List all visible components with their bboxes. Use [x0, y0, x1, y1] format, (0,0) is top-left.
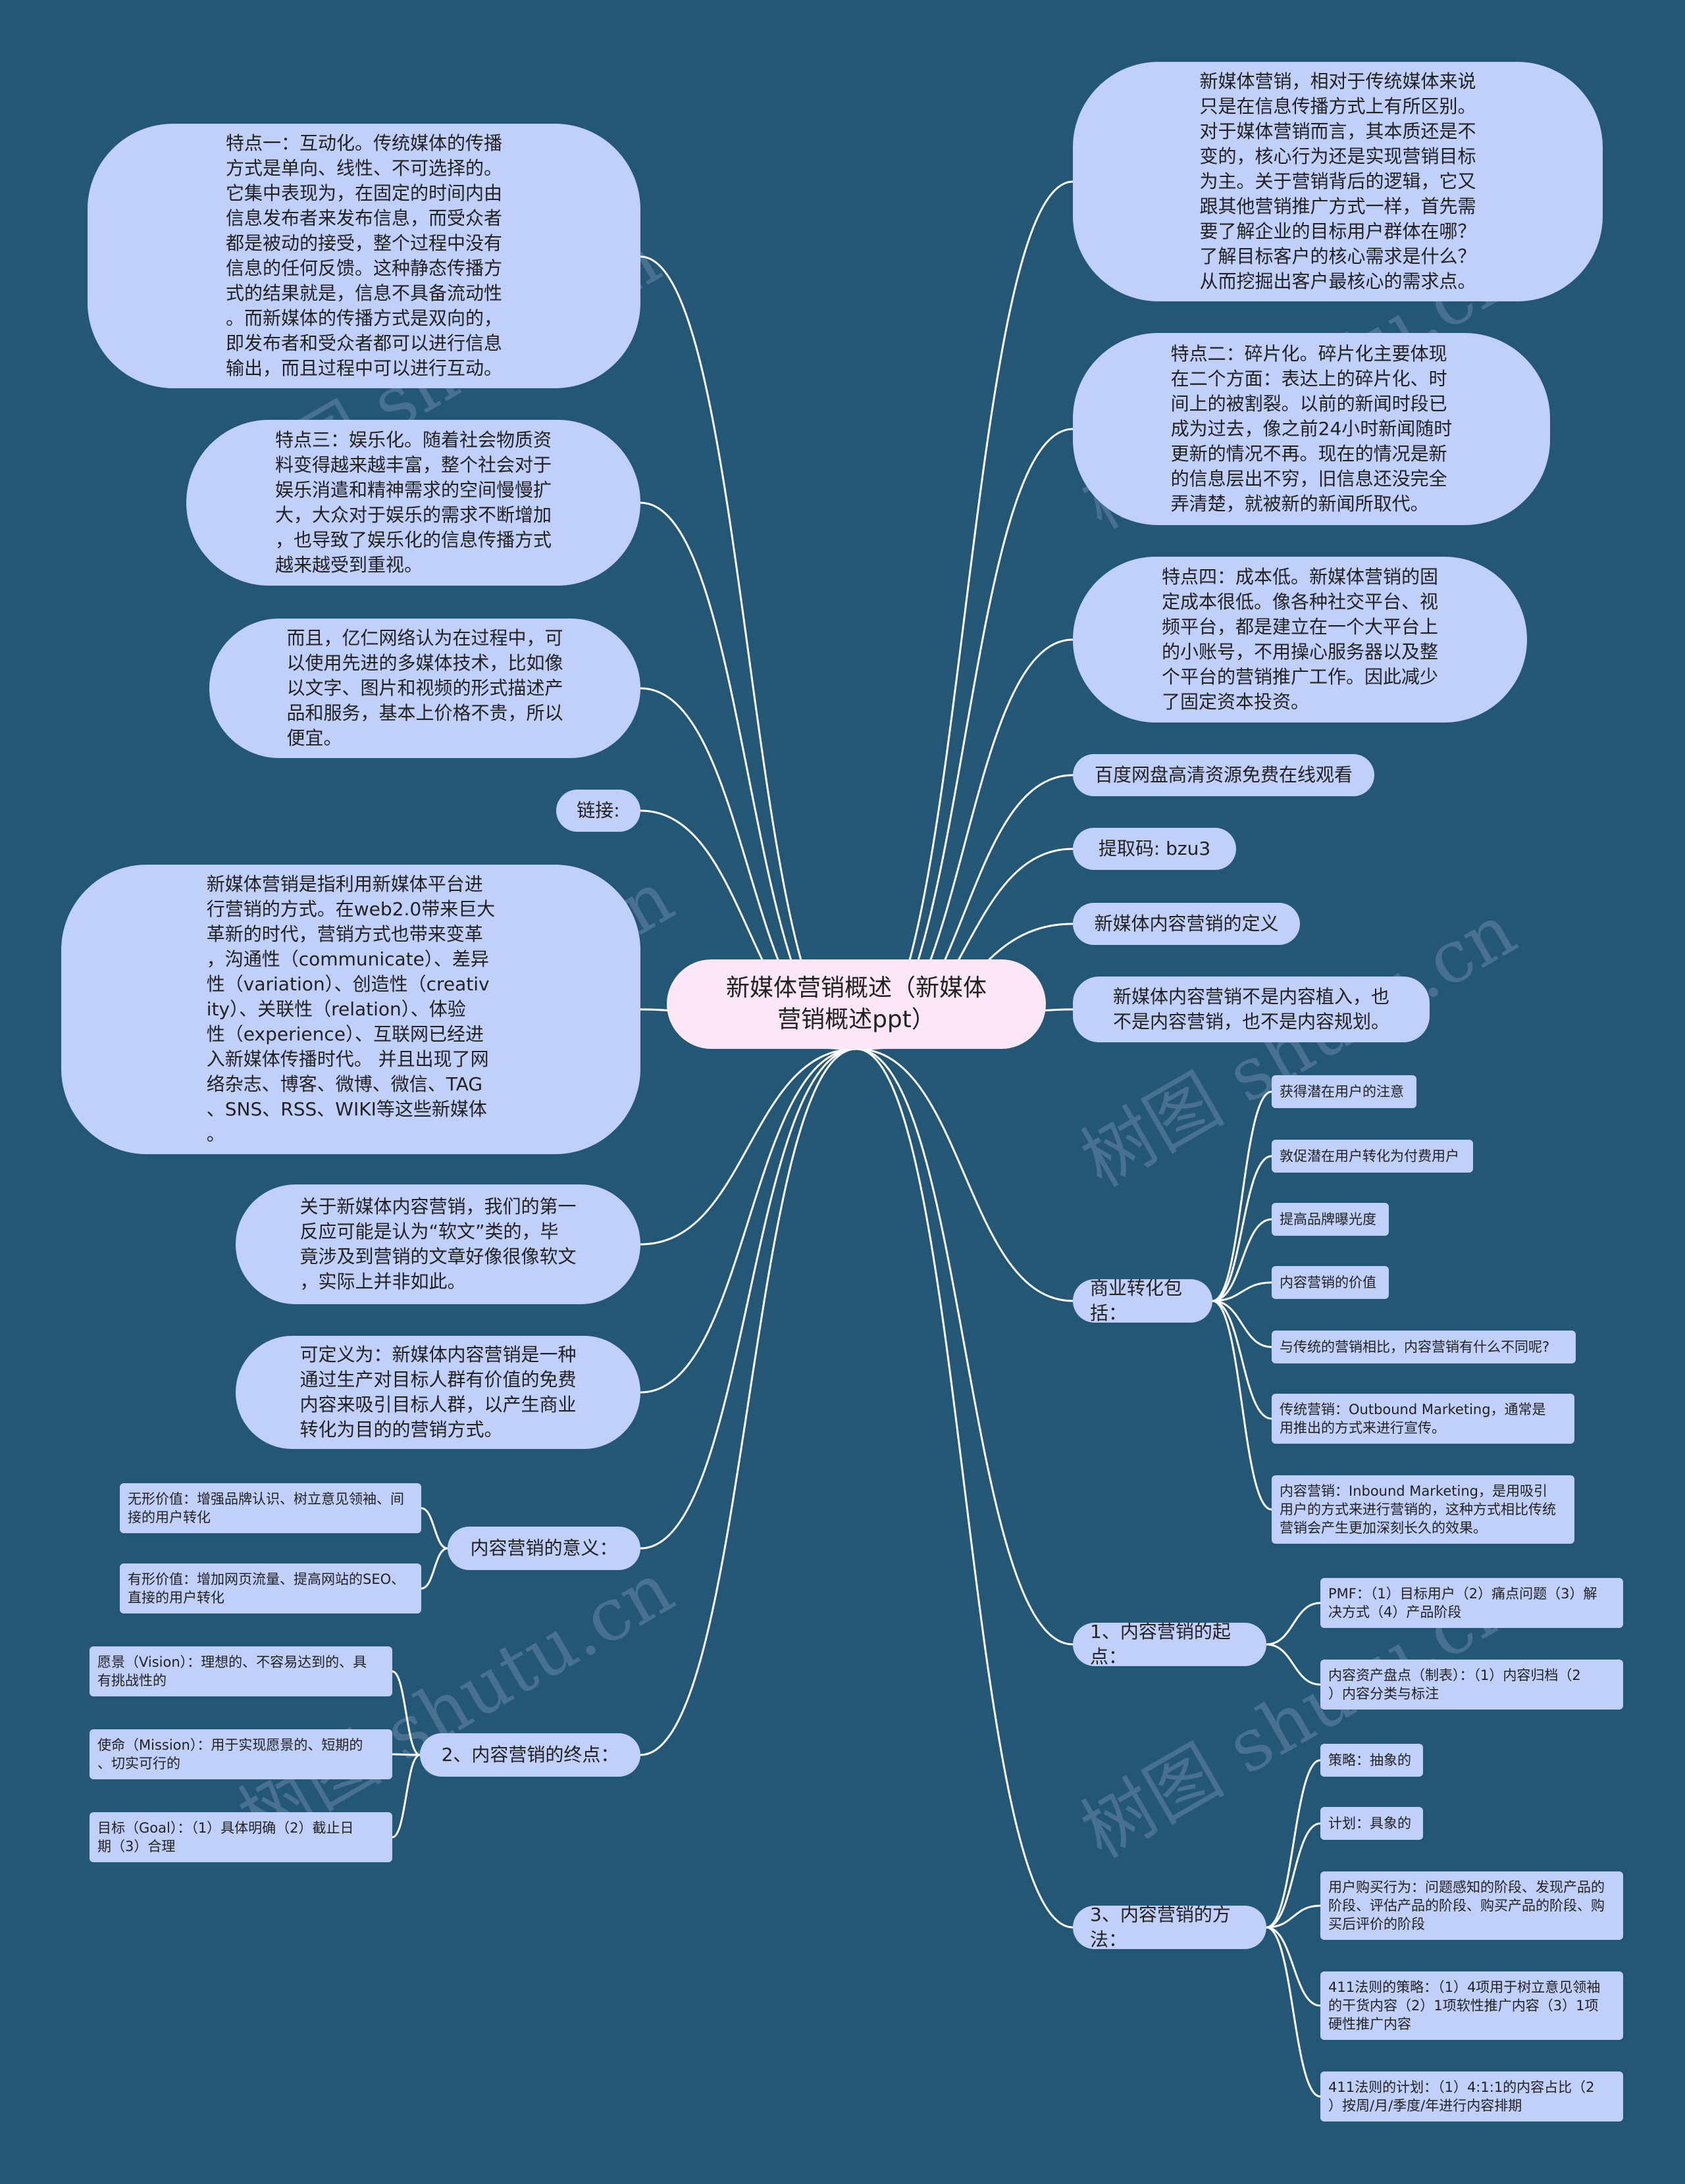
- leaf-commerce-2[interactable]: 敦促潜在用户转化为付费用户: [1272, 1140, 1473, 1173]
- connector-line: [640, 1048, 857, 1394]
- connector-line: [640, 1048, 857, 1550]
- connector-line: [856, 180, 1074, 1050]
- connector-line: [1266, 1822, 1321, 1929]
- connector-line: [1212, 1281, 1272, 1302]
- node-feature-1[interactable]: 特点一：互动化。传统媒体的传播 方式是单向、线性、不可选择的。 它集中表现为，在…: [88, 124, 640, 388]
- node-commerce[interactable]: 商业转化包括：: [1073, 1279, 1212, 1323]
- leaf-content-assets[interactable]: 内容资产盘点（制表）：（1）内容归档（2 ）内容分类与标注: [1320, 1660, 1623, 1710]
- connector-line: [1266, 1926, 1321, 2098]
- node-meaning[interactable]: 内容营销的意义：: [448, 1527, 640, 1570]
- node-soft-article[interactable]: 关于新媒体内容营销，我们的第一 反应可能是认为“软文”类的，毕 竟涉及到营销的文…: [236, 1184, 640, 1304]
- node-method[interactable]: 3、内容营销的方法：: [1073, 1906, 1266, 1949]
- node-yiren[interactable]: 而且，亿仁网络认为在过程中，可 以使用先进的多媒体技术，比如像 以文字、图片和视…: [209, 619, 640, 758]
- connector-line: [1212, 1300, 1272, 1348]
- node-intro[interactable]: 新媒体营销，相对于传统媒体来说 只是在信息传播方式上有所区别。 对于媒体营销而言…: [1073, 62, 1603, 301]
- node-start-point[interactable]: 1、内容营销的起点：: [1073, 1623, 1266, 1666]
- connector-line: [856, 1048, 1074, 1302]
- connector-line: [1266, 1643, 1321, 1686]
- connector-line: [640, 1048, 857, 1756]
- connector-line: [1212, 1300, 1272, 1511]
- node-not-ads[interactable]: 新媒体内容营销不是内容植入，也 不是内容营销，也不是内容规划。: [1073, 977, 1430, 1042]
- connector-line: [856, 1048, 1074, 1646]
- connector-line: [640, 1048, 857, 1246]
- connector-line: [1266, 1759, 1321, 1929]
- leaf-meaning-intangible[interactable]: 无形价值：增强品牌认识、树立意见领袖、间 接的用户转化: [120, 1483, 421, 1533]
- leaf-vision[interactable]: 愿景（Vision）：理想的、不容易达到的、具 有挑战性的: [90, 1646, 392, 1696]
- node-feature-4[interactable]: 特点四：成本低。新媒体营销的固 定成本很低。像各种社交平台、视 频平台，都是建立…: [1073, 557, 1527, 723]
- leaf-meaning-tangible[interactable]: 有形价值：增加网页流量、提高网站的SEO、 直接的用户转化: [120, 1563, 421, 1613]
- node-end-point[interactable]: 2、内容营销的终点：: [420, 1733, 640, 1777]
- root-node[interactable]: 新媒体营销概述（新媒体 营销概述ppt）: [667, 959, 1046, 1049]
- connector-line: [421, 1507, 448, 1550]
- leaf-commerce-1[interactable]: 获得潜在用户的注意: [1272, 1075, 1416, 1108]
- leaf-buying-behavior[interactable]: 用户购买行为：问题感知的阶段、发现产品的 阶段、评估产品的阶段、购买产品的阶段、…: [1320, 1871, 1623, 1940]
- connector-line: [1266, 1926, 1321, 2007]
- node-baidu[interactable]: 百度网盘高清资源免费在线观看: [1073, 754, 1374, 796]
- connector-line: [392, 1753, 421, 1756]
- connector-line: [1212, 1155, 1272, 1302]
- node-feature-2[interactable]: 特点二：碎片化。碎片化主要体现 在二个方面：表达上的碎片化、时 间上的被割裂。以…: [1073, 333, 1550, 525]
- leaf-commerce-7[interactable]: 内容营销：Inbound Marketing，是用吸引 用户的方式来进行营销的，…: [1272, 1475, 1574, 1544]
- leaf-411-strategy[interactable]: 411法则的策略：（1）4项用于树立意见领袖 的干货内容（2）1项软性推广内容（…: [1320, 1971, 1623, 2040]
- node-link[interactable]: 链接:: [556, 790, 640, 832]
- connector-line: [1212, 1090, 1272, 1302]
- connector-line: [392, 1670, 421, 1756]
- connector-line: [856, 1048, 1074, 1929]
- connector-line: [392, 1754, 421, 1839]
- connector-line: [1266, 1602, 1321, 1646]
- connector-line: [1266, 1904, 1321, 1929]
- leaf-commerce-6[interactable]: 传统营销：Outbound Marketing，通常是 用推出的方式来进行宣传。: [1272, 1394, 1574, 1444]
- leaf-commerce-4[interactable]: 内容营销的价值: [1272, 1266, 1389, 1299]
- connector-line: [856, 428, 1074, 1050]
- connector-line: [1212, 1218, 1272, 1302]
- leaf-plan[interactable]: 计划：具象的: [1320, 1807, 1423, 1840]
- connector-line: [1212, 1300, 1272, 1420]
- node-feature-3[interactable]: 特点三：娱乐化。随着社会物质资 料变得越来越丰富，整个社会对于 娱乐消遣和精神需…: [186, 420, 640, 586]
- leaf-goal[interactable]: 目标（Goal）：（1）具体明确（2）截止日 期（3）合理: [90, 1812, 392, 1862]
- leaf-mission[interactable]: 使命（Mission）：用于实现愿景的、短期的 、切实可行的: [90, 1729, 392, 1779]
- leaf-commerce-5[interactable]: 与传统的营销相比，内容营销有什么不同呢?: [1272, 1331, 1576, 1363]
- node-code[interactable]: 提取码: bzu3: [1073, 828, 1236, 870]
- connector-line: [421, 1547, 448, 1590]
- node-content-definition[interactable]: 新媒体内容营销的定义: [1073, 903, 1300, 945]
- root-label: 新媒体营销概述（新媒体 营销概述ppt）: [725, 975, 987, 1033]
- leaf-411-plan[interactable]: 411法则的计划：（1）4:1:1的内容占比（2 ）按周/月/季度/年进行内容排…: [1320, 2071, 1623, 2121]
- node-define-2[interactable]: 可定义为：新媒体内容营销是一种 通过生产对目标人群有价值的免费 内容来吸引目标人…: [236, 1336, 640, 1449]
- leaf-commerce-3[interactable]: 提高品牌曝光度: [1272, 1203, 1389, 1236]
- leaf-pmf[interactable]: PMF：（1）目标用户（2）痛点问题（3）解 决方式（4）产品阶段: [1320, 1578, 1623, 1628]
- node-definition[interactable]: 新媒体营销是指利用新媒体平台进 行营销的方式。在web2.0带来巨大 革新的时代…: [61, 865, 640, 1154]
- leaf-strategy[interactable]: 策略：抽象的: [1320, 1744, 1423, 1777]
